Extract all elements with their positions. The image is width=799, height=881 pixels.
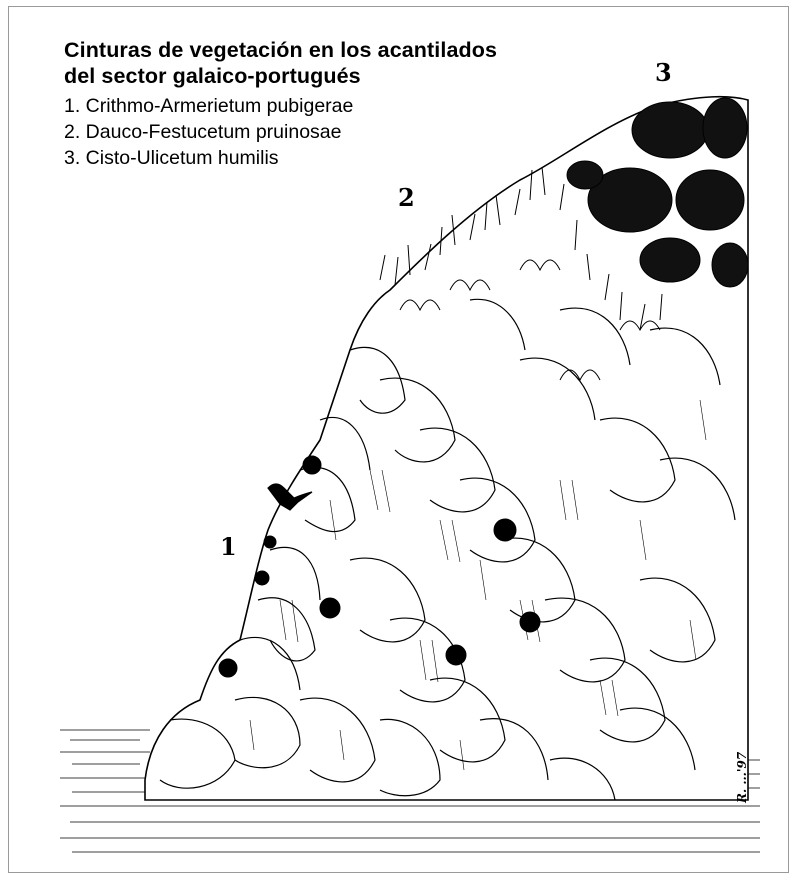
zone-label-1: 1 — [220, 532, 237, 561]
signature-text: R. ...'97 — [735, 752, 749, 803]
artist-signature: R. ...'97 — [733, 735, 753, 805]
legend-item-3: 3. Cisto-Ulicetum humilis — [64, 147, 279, 170]
zone-label-3: 3 — [655, 58, 672, 87]
legend-item-1: 1. Crithmo-Armerietum pubigerae — [64, 95, 353, 118]
figure-title-line-1: Cinturas de vegetación en los acantilado… — [64, 38, 497, 63]
zone-label-2: 2 — [398, 183, 415, 212]
legend-item-2: 2. Dauco-Festucetum pruinosae — [64, 121, 341, 144]
figure-title-line-2: del sector galaico-portugués — [64, 64, 361, 89]
